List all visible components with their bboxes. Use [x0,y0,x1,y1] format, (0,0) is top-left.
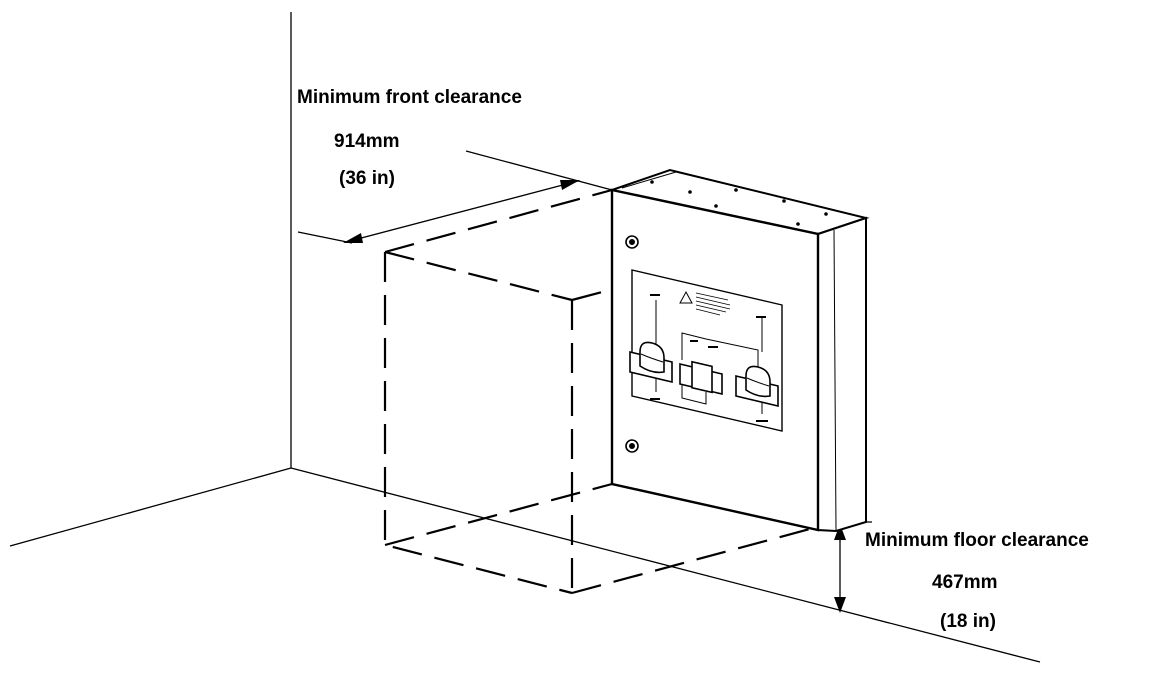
door-knob-top [625,235,639,249]
front-clearance-imperial: (36 in) [339,168,395,189]
enclosure-side-edge [833,229,837,531]
floor-clearance-imperial: (18 in) [940,611,996,632]
front-extension-line-right [465,150,613,191]
enclosure-side-face [817,216,867,533]
clearance-bottom-left-edge [384,482,613,547]
front-arrow-left [343,233,363,243]
enclosure-top-lip [621,171,677,189]
floor-wall-line [290,467,1041,663]
front-extension-line-left [297,231,353,244]
floor-left-line [9,467,292,547]
floor-arrow-top [834,524,846,540]
panel-tiny-labels [650,294,768,422]
screw [714,204,718,208]
screw [650,180,654,184]
floor-clearance-title: Minimum floor clearance [865,530,1089,551]
floor-clearance-metric: 467mm [932,572,998,593]
rotary-switch-left [629,341,673,384]
front-clearance-metric: 914mm [334,131,400,152]
clearance-outer-front-edge [383,252,573,595]
door-knob-bottom [625,439,639,453]
front-dimension-line [345,180,579,243]
clearance-top-front-edge [384,250,573,302]
warning-triangle-icon [679,290,693,304]
enclosure-top-seam [675,171,859,217]
front-arrow-right [560,180,580,190]
clearance-bottom-right-edge [571,520,837,595]
screw [824,212,828,216]
floor-arrow-bottom [834,597,846,613]
warning-text-lines [695,292,731,316]
screw [782,199,786,203]
room-lines [9,12,1041,663]
front-clearance-volume [383,188,837,595]
clearance-top-left-edge [384,188,613,254]
top-screws [650,180,828,226]
switch-enclosure [608,168,870,533]
screw [734,188,738,192]
front-clearance-dimension [297,150,613,244]
screw [688,190,692,194]
front-clearance-title: Minimum front clearance [297,87,522,108]
rotary-switch-middle [679,360,723,396]
screw [796,222,800,226]
rotary-switch-right [735,365,779,408]
